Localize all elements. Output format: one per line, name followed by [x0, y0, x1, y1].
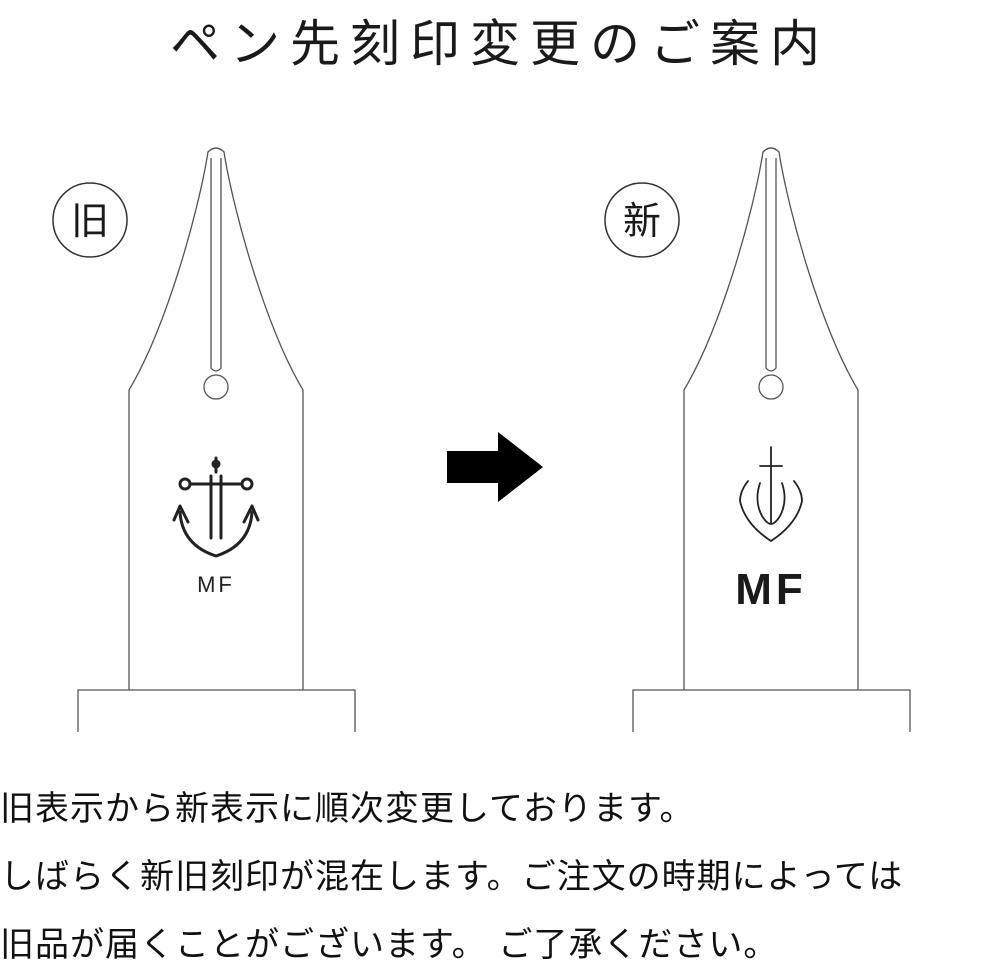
old-mark-text: MF [197, 572, 235, 597]
trident-shield-icon [739, 446, 803, 542]
svg-text:新: 新 [623, 199, 661, 243]
new-mark-text: MF [735, 565, 807, 614]
old-badge: 旧 [52, 182, 128, 258]
notice-line-2: しばらく新旧刻印が混在します。ご注文の時期によっては [0, 857, 904, 897]
old-nib [77, 147, 356, 732]
page-title: ペン先刻印変更のご案内 [170, 15, 830, 73]
notice-line-3: 旧品が届くことがございます。 ご了承ください。 [0, 925, 779, 965]
anchor-icon [172, 456, 260, 558]
nib-comparison-illustration: 旧 MF 新 MF [52, 147, 911, 732]
notice-line-1: 旧表示から新表示に順次変更しております。 [0, 789, 695, 829]
notice-text: 旧表示から新表示に順次変更しております。 しばらく新旧刻印が混在します。ご注文の… [0, 775, 1000, 979]
new-badge: 新 [604, 182, 680, 258]
svg-text:旧: 旧 [71, 199, 109, 243]
new-nib [632, 147, 911, 732]
right-arrow-icon [447, 432, 543, 502]
